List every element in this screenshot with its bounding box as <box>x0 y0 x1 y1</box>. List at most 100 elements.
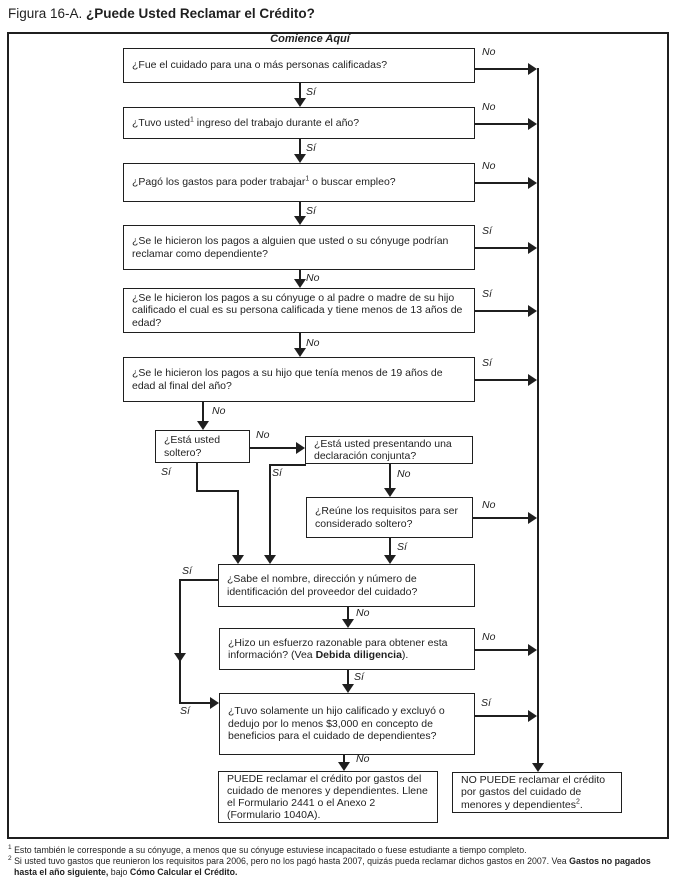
arrow-down-icon <box>341 684 354 693</box>
footnote-2: 2 Si usted tuvo gastos que reunieron los… <box>8 855 668 877</box>
arrow-down-icon <box>341 619 354 628</box>
edge-label-yes: Sí <box>306 142 316 154</box>
connector-line <box>179 579 219 581</box>
arrow-right-icon <box>528 709 537 722</box>
edge-label-yes: Sí <box>397 541 407 553</box>
question-box-provider-info: ¿Sabe el nombre, dirección y número de i… <box>218 564 475 607</box>
arrow-down-icon <box>196 421 209 430</box>
edge-label-no: No <box>482 631 496 643</box>
arrow-down-icon <box>231 555 244 564</box>
edge-label-no: No <box>482 46 496 58</box>
connector-line <box>475 247 528 249</box>
arrow-right-icon <box>296 441 305 454</box>
footnote-text: Si usted tuvo gastos que reunieron los r… <box>11 856 570 866</box>
arrow-down-icon <box>293 279 306 288</box>
connector-line <box>537 68 539 763</box>
connector-line <box>343 755 345 763</box>
question-box-work-expenses: ¿Pagó los gastos para poder trabajar1 o … <box>123 163 475 202</box>
connector-line <box>347 607 349 620</box>
arrow-right-icon <box>528 643 537 656</box>
footnote-marker: 2 <box>8 855 12 863</box>
footnote-text: Esto también le corresponde a su cónyuge… <box>11 845 527 855</box>
edge-label-no: No <box>397 468 411 480</box>
edge-label-no: No <box>482 499 496 511</box>
connector-line <box>475 182 528 184</box>
connector-line <box>389 538 391 556</box>
edge-label-yes: Sí <box>180 705 190 717</box>
arrow-down-icon <box>383 555 396 564</box>
connector-line <box>237 490 239 555</box>
edge-label-yes: Sí <box>182 565 192 577</box>
arrow-down-icon <box>337 762 350 771</box>
edge-label-no: No <box>256 429 270 441</box>
edge-label-yes: Sí <box>306 205 316 217</box>
question-text: ¿Está usted soltero? <box>164 434 221 459</box>
reference-gastos-no-pagados: Gastos no pagados hasta el año siguiente… <box>14 856 651 877</box>
arrow-right-icon <box>528 176 537 189</box>
question-box-earned-income: ¿Tuvo usted1 ingreso del trabajo durante… <box>123 107 475 139</box>
edge-label-yes: Sí <box>482 225 492 237</box>
arrow-right-icon <box>528 241 537 254</box>
question-box-dependent-care-benefits: ¿Tuvo solamente un hijo calificado y exc… <box>219 693 475 755</box>
connector-line <box>179 579 181 702</box>
question-text: ¿Tuvo usted1 ingreso del trabajo durante… <box>132 116 360 129</box>
question-box-payments-to-child-under-19: ¿Se le hicieron los pagos a su hijo que … <box>123 357 475 402</box>
connector-line <box>299 202 301 216</box>
figure-title: Figura 16-A. ¿Puede Usted Reclamar el Cr… <box>8 6 315 21</box>
arrow-right-icon <box>528 373 537 386</box>
question-box-qualifying-person: ¿Fue el cuidado para una o más personas … <box>123 48 475 83</box>
question-box-joint-return: ¿Está usted presentando una declaración … <box>305 436 473 464</box>
connector-line <box>389 464 391 489</box>
edge-label-yes: Sí <box>161 466 171 478</box>
figure-number: Figura 16-A. <box>8 6 83 21</box>
question-text: ¿Reúne los requisitos para ser considera… <box>315 505 458 530</box>
question-text: ¿Fue el cuidado para una o más personas … <box>132 59 388 72</box>
edge-label-no: No <box>482 101 496 113</box>
start-here-label: Comience Aquí <box>270 33 350 45</box>
question-box-due-diligence: ¿Hizo un esfuerzo razonable para obtener… <box>219 628 475 670</box>
connector-line <box>196 490 238 492</box>
connector-line <box>475 123 528 125</box>
edge-label-yes: Sí <box>481 697 491 709</box>
question-text: ¿Hizo un esfuerzo razonable para obtener… <box>228 636 448 662</box>
edge-label-no: No <box>482 160 496 172</box>
footnote-1: 1 Esto también le corresponde a su cónyu… <box>8 844 668 856</box>
footnote-marker: 1 <box>8 844 12 852</box>
arrow-right-icon <box>528 117 537 130</box>
footnote-ref-2: 2 <box>576 798 580 806</box>
question-box-payments-to-dependent: ¿Se le hicieron los pagos a alguien que … <box>123 225 475 270</box>
connector-line <box>475 310 528 312</box>
connector-line <box>250 447 296 449</box>
connector-line <box>179 702 211 704</box>
connector-line <box>269 464 271 555</box>
arrow-right-icon <box>528 304 537 317</box>
edge-label-yes: Sí <box>306 86 316 98</box>
edge-label-yes: Sí <box>482 357 492 369</box>
flowchart-border <box>7 32 669 839</box>
reference-como-calcular: Cómo Calcular el Crédito. <box>129 866 238 877</box>
arrow-down-icon <box>531 763 544 772</box>
connector-line <box>475 649 528 651</box>
connector-line <box>475 715 528 717</box>
connector-line <box>347 670 349 685</box>
connector-line <box>196 463 198 491</box>
connector-line <box>299 270 301 279</box>
footnote-ref-1: 1 <box>189 116 194 124</box>
question-text: ¿Tuvo solamente un hijo calificado y exc… <box>228 705 445 743</box>
outcome-text: NO PUEDE reclamar el crédito por gastos … <box>461 773 606 811</box>
connector-line <box>269 464 306 466</box>
question-text: ¿Pagó los gastos para poder trabajar1 o … <box>132 175 396 189</box>
connector-line <box>299 83 301 98</box>
arrow-down-icon <box>293 154 306 163</box>
outcome-text: PUEDE reclamar el crédito por gastos del… <box>227 773 428 821</box>
edge-label-no: No <box>356 607 370 619</box>
arrow-down-icon <box>263 555 276 564</box>
question-text: ¿Se le hicieron los pagos a alguien que … <box>132 235 449 260</box>
connector-line <box>299 333 301 348</box>
edge-label-yes: Sí <box>482 288 492 300</box>
question-text: ¿Está usted presentando una declaración … <box>314 437 452 463</box>
connector-line <box>202 402 204 421</box>
connector-line <box>473 517 528 519</box>
arrow-down-icon <box>173 653 186 662</box>
outcome-box-cannot-claim: NO PUEDE reclamar el crédito por gastos … <box>452 772 622 813</box>
